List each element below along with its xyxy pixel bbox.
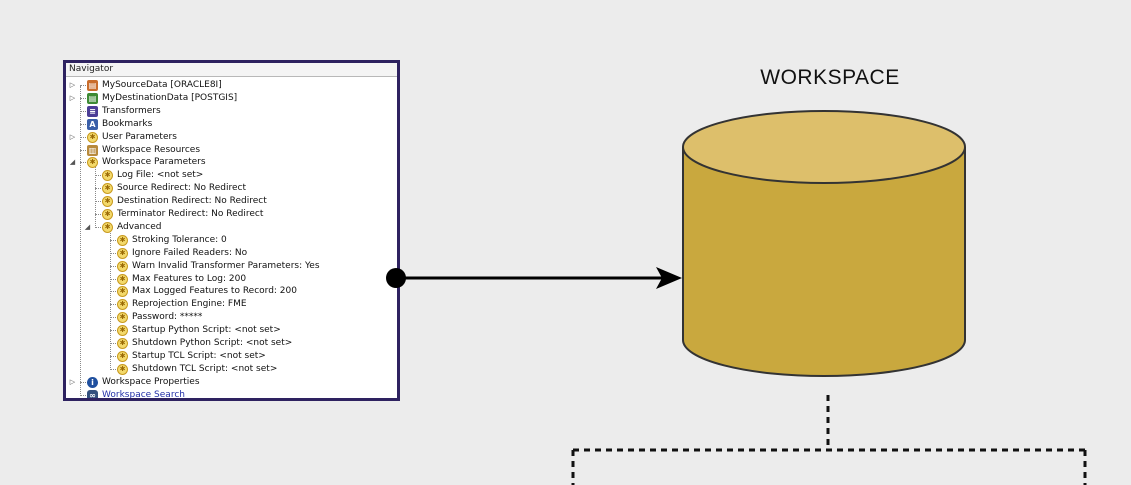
tree-item-label: MySourceData [ORACLE8I]: [102, 80, 222, 90]
tree-connector: [110, 304, 118, 306]
tree-item-label: Ignore Failed Readers: No: [132, 247, 248, 258]
tree-item-label: Max Logged Features to Record: 200: [132, 286, 297, 297]
parameter-icon: ✱: [117, 325, 128, 337]
tree-item-label: Transformers: [102, 105, 161, 116]
tree-guide-line: [80, 86, 81, 396]
tree-connector: [80, 394, 88, 396]
parameter-icon: ✱: [102, 183, 113, 195]
tree-item-label: Shutdown Python Script: <not set>: [132, 338, 293, 348]
tree-item-label: Startup Python Script: <not set>: [132, 325, 281, 336]
arrow-head: [656, 267, 682, 289]
tree-item-label: Advanced: [117, 221, 162, 232]
tree-item-label: Destination Redirect: No Redirect: [117, 196, 267, 207]
tree-item-label: Workspace Parameters: [102, 157, 206, 168]
parameter-icon: ✱: [102, 209, 113, 220]
tree-connector: [95, 226, 103, 228]
tree-connector: [80, 381, 88, 383]
tree-connector: [95, 201, 103, 203]
tree-connector: [80, 110, 88, 112]
tree-connector: [110, 368, 118, 370]
tree-connector: [80, 97, 88, 99]
workspace-title: WORKSPACE: [760, 66, 900, 89]
tree-item-label: Shutdown TCL Script: <not set>: [132, 363, 278, 374]
tree-connector: [110, 252, 118, 254]
expand-triangle-icon[interactable]: ▷: [69, 81, 76, 89]
tree-connector: [80, 136, 88, 138]
tree-item-label: Workspace Resources: [102, 144, 201, 155]
parameter-icon: ✱: [117, 299, 128, 311]
tree-item-label: Startup TCL Script: <not set>: [132, 350, 266, 361]
tree-item-label: Terminator Redirect: No Redirect: [117, 209, 264, 219]
tree-item-label: Reprojection Engine: FME: [132, 299, 247, 310]
tree-item-label: Stroking Tolerance: 0: [132, 234, 227, 245]
resources-icon: ▥: [87, 144, 98, 156]
parameter-icon: ✱: [117, 350, 128, 362]
tree-connector: [80, 162, 88, 164]
parameter-icon: ✱: [117, 363, 128, 375]
cylinder-top: [682, 110, 966, 184]
parameter-icon: ✱: [87, 131, 98, 143]
parameter-icon: ✱: [117, 247, 128, 259]
collapse-triangle-icon[interactable]: ◢: [84, 222, 91, 231]
tree-connector: [80, 123, 88, 125]
tree-connector: [95, 214, 103, 215]
parameter-icon: ✱: [117, 260, 128, 272]
tree-item-label: Password: *****: [132, 312, 203, 323]
properties-icon: i: [87, 376, 98, 388]
parameter-icon: ✱: [102, 221, 113, 233]
parameter-icon: ✱: [117, 273, 128, 285]
tree-item-label: Bookmarks: [102, 118, 153, 129]
tree-item-label: MyDestinationData [POSTGIS]: [102, 92, 238, 103]
tree-item-label: Max Features to Log: 200: [132, 273, 247, 284]
tree-connector: [110, 330, 118, 332]
parameter-icon: ✱: [117, 312, 128, 324]
parameter-icon: ✱: [102, 170, 113, 182]
tree-connector: [110, 265, 118, 267]
search-binoculars-icon: ∞: [87, 389, 98, 398]
tree-item-label: Source Redirect: No Redirect: [117, 183, 246, 194]
parameter-icon: ✱: [117, 286, 128, 298]
tree-connector: [95, 188, 103, 190]
tree-connector: [80, 149, 88, 151]
destination-dataset-icon: ▤: [87, 92, 98, 104]
parameter-icon: ✱: [117, 338, 128, 349]
parameter-icon: ✱: [87, 157, 98, 169]
cylinder-body: [682, 147, 966, 377]
bookmarks-icon: A: [87, 118, 98, 130]
tree-item-label: Warn Invalid Transformer Parameters: Yes: [132, 260, 320, 271]
connector-arrow: [386, 267, 682, 289]
navigator-panel: Navigator ▷ ▤ MySourceData [ORACLE8I] ▷ ▤ MyD…: [63, 60, 400, 401]
parameter-icon: ✱: [117, 234, 128, 246]
dashed-box-outline: [571, 395, 1087, 485]
tree-connector: [110, 355, 118, 357]
collapse-triangle-icon[interactable]: ◢: [69, 158, 76, 167]
expand-triangle-icon[interactable]: ▷: [69, 132, 76, 141]
tree-connector: [80, 85, 88, 86]
workspace-database-cylinder: [682, 110, 966, 377]
tree-guide-line: [95, 163, 96, 228]
tree-connector: [110, 343, 118, 344]
expand-triangle-icon[interactable]: ▷: [69, 93, 76, 102]
tree-item-label: Workspace Properties: [102, 376, 200, 387]
source-dataset-icon: ▤: [87, 80, 98, 91]
tree-connector: [110, 291, 118, 293]
expand-triangle-icon[interactable]: ▷: [69, 377, 76, 386]
tree-item-label: Log File: <not set>: [117, 170, 204, 181]
navigator-title: Navigator: [66, 63, 397, 77]
tree-connector: [110, 239, 118, 241]
parameter-icon: ✱: [102, 196, 113, 208]
tree-guide-line: [110, 227, 111, 370]
tree-connector: [95, 175, 103, 177]
tree-connector: [110, 278, 118, 280]
transformers-icon: ≡: [87, 105, 98, 117]
tree-item-label: User Parameters: [102, 131, 177, 142]
tree-connector: [110, 317, 118, 319]
tree-item-label[interactable]: Workspace Search: [102, 389, 185, 400]
